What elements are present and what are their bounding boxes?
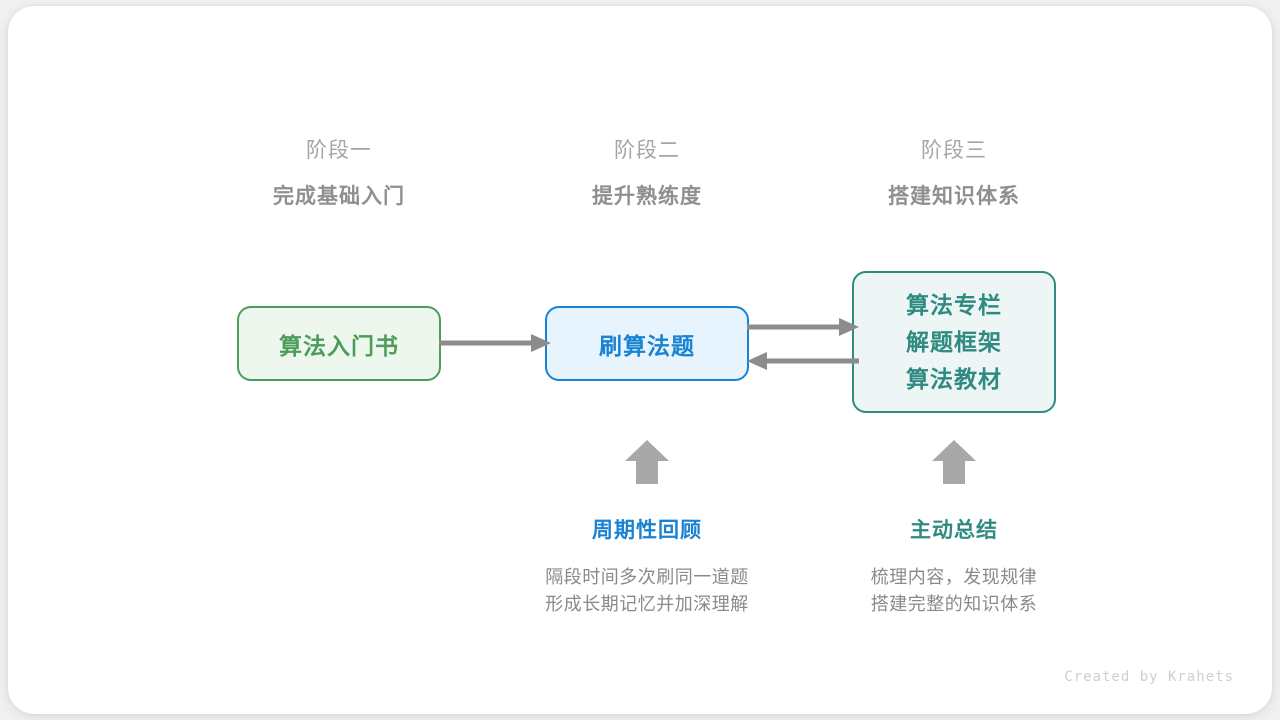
phase-stage-label-1: 阶段一 [306,139,372,162]
node-teal-line-1: 算法专栏 [906,291,1002,318]
arrow-left-icon [747,352,859,370]
annotation-periodic-review: 周期性回顾 隔段时间多次刷同一道题 形成长期记忆并加深理解 [497,516,797,618]
phase-title-3: 搭建知识体系 [888,185,1020,208]
phase-header-3: 阶段三 搭建知识体系 [824,136,1084,212]
annotation-desc-2-line-2: 搭建完整的知识体系 [870,594,1038,614]
phase-title-2: 提升熟练度 [592,185,702,208]
node-algorithm-intro-book[interactable]: 算法入门书 [237,306,441,381]
phase-header-1: 阶段一 完成基础入门 [209,136,469,212]
phase-stage-label-2: 阶段二 [614,139,680,162]
phase-header-2: 阶段二 提升熟练度 [517,136,777,212]
credit-text: Created by Krahets [1064,669,1234,685]
annotation-desc-1-line-2: 形成长期记忆并加深理解 [545,594,749,614]
phase-title-1: 完成基础入门 [273,185,405,208]
annotation-desc-2-line-1: 梳理内容，发现规律 [870,567,1038,587]
diagram-card: 阶段一 完成基础入门 阶段二 提升熟练度 阶段三 搭建知识体系 算法入门书 刷算… [8,6,1272,714]
node-teal-line-2: 解题框架 [906,328,1002,355]
annotation-active-summary: 主动总结 梳理内容，发现规律 搭建完整的知识体系 [804,516,1104,618]
arrow-right-icon [747,318,859,336]
node-knowledge-resources[interactable]: 算法专栏 解题框架 算法教材 [852,271,1056,413]
arrow-up-icon [932,440,976,484]
annotation-desc-1: 隔段时间多次刷同一道题 形成长期记忆并加深理解 [497,564,797,618]
node-practice-problems[interactable]: 刷算法题 [545,306,749,381]
annotation-title-2: 主动总结 [910,519,998,542]
phase-stage-label-3: 阶段三 [921,139,987,162]
arrow-right-icon [439,334,551,352]
annotation-desc-1-line-1: 隔段时间多次刷同一道题 [545,567,749,587]
annotation-desc-2: 梳理内容，发现规律 搭建完整的知识体系 [804,564,1104,618]
node-teal-line-3: 算法教材 [906,365,1002,392]
node-blue-label: 刷算法题 [599,332,695,359]
annotation-title-1: 周期性回顾 [592,519,702,542]
node-green-label: 算法入门书 [279,332,399,359]
arrow-up-icon [625,440,669,484]
